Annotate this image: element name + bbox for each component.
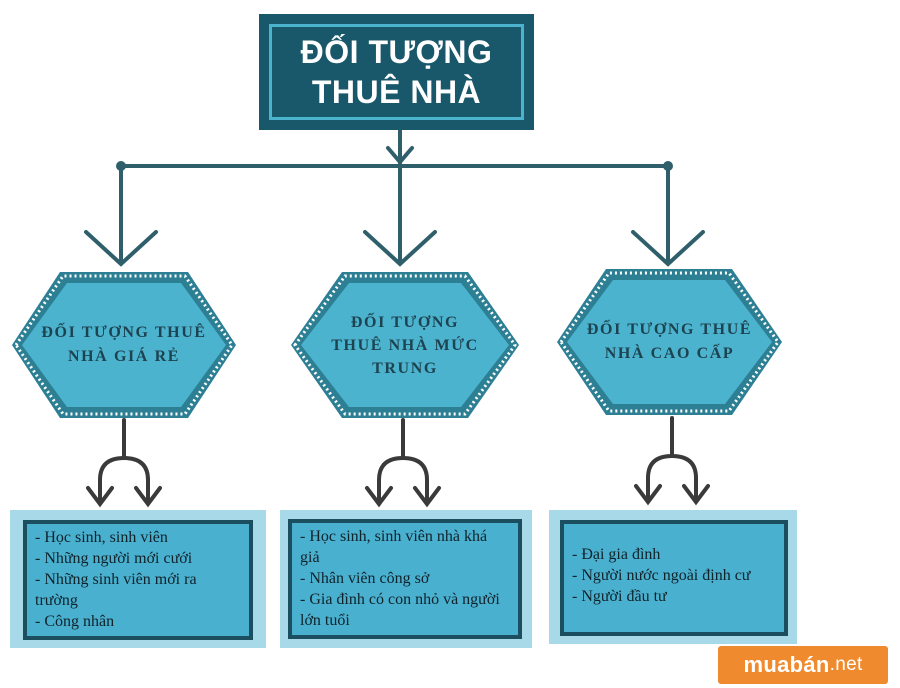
junction-dot-1	[116, 161, 126, 171]
hexagon-label-line: THUÊ NHÀ MỨC	[331, 336, 479, 354]
list-item: - Những sinh viên mới ra trường	[35, 571, 197, 609]
hexagon-label-line: ĐỐI TƯỢNG THUÊ	[41, 324, 207, 341]
hexagon-label-2: ĐỐI TƯỢNG THUÊ NHÀ MỨC TRUNG	[301, 283, 509, 407]
hexagon-label-3: ĐỐI TƯỢNG THUÊ NHÀ CAO CẤP	[567, 280, 772, 404]
list-box-2-inner: - Học sinh, sinh viên nhà khá giả - Nhân…	[288, 519, 522, 639]
list-item: - Người đầu tư	[572, 588, 667, 605]
list-item: - Những người mới cưới	[35, 550, 193, 567]
list-box-1: - Học sinh, sinh viên - Những người mới …	[10, 510, 266, 648]
list-item: - Người nước ngoài định cư	[572, 567, 751, 584]
list-box-2: - Học sinh, sinh viên nhà khá giả - Nhân…	[280, 510, 532, 648]
arrowhead-2	[363, 230, 437, 267]
hexagon-label-line: TRUNG	[372, 359, 438, 377]
hexagon-label-1: ĐỐI TƯỢNG THUÊ NHÀ GIÁ RẺ	[22, 283, 226, 407]
hexagon-2	[291, 272, 519, 418]
list-item: - Học sinh, sinh viên	[35, 529, 168, 546]
hexagon-label-line: ĐỐI TƯỢNG THUÊ	[586, 321, 753, 338]
hexagon-1	[12, 272, 236, 418]
split-arrow-1	[86, 418, 162, 508]
list-item: - Công nhân	[35, 613, 115, 630]
title-line-1: ĐỐI TƯỢNG	[300, 34, 493, 70]
title-box: ĐỐI TƯỢNG THUÊ NHÀ	[259, 14, 534, 130]
hexagon-label-line: NHÀ CAO CẤP	[604, 345, 735, 362]
split-arrow-2	[365, 418, 441, 508]
hexagon-label-line: ĐỐI TƯỢNG	[350, 313, 460, 331]
list-box-1-inner: - Học sinh, sinh viên - Những người mới …	[23, 520, 253, 640]
title-line-2: THUÊ NHÀ	[311, 74, 482, 110]
list-box-3: - Đại gia đình - Người nước ngoài định c…	[549, 510, 797, 644]
list-item: - Gia đình có con nhỏ và người lớn tuổi	[300, 591, 500, 629]
junction-dot-3	[663, 161, 673, 171]
list-item: - Nhân viên công sở	[300, 570, 430, 587]
hexagon-3	[557, 269, 782, 415]
muaban-logo-brand: muabán	[743, 652, 830, 677]
split-arrow-3	[634, 416, 710, 506]
list-item: - Đại gia đình	[572, 546, 661, 563]
list-item: - Học sinh, sinh viên nhà khá giả	[300, 528, 488, 566]
muaban-logo-tld: .net	[829, 654, 863, 675]
muaban-logo: muabán.net	[718, 646, 888, 684]
arrowhead-top	[386, 146, 414, 166]
arrowhead-1	[84, 230, 158, 267]
title-frame: ĐỐI TƯỢNG THUÊ NHÀ	[269, 24, 524, 120]
list-box-3-inner: - Đại gia đình - Người nước ngoài định c…	[560, 520, 788, 636]
arrowhead-3	[631, 230, 705, 267]
hexagon-label-line: NHÀ GIÁ RẺ	[67, 348, 180, 365]
